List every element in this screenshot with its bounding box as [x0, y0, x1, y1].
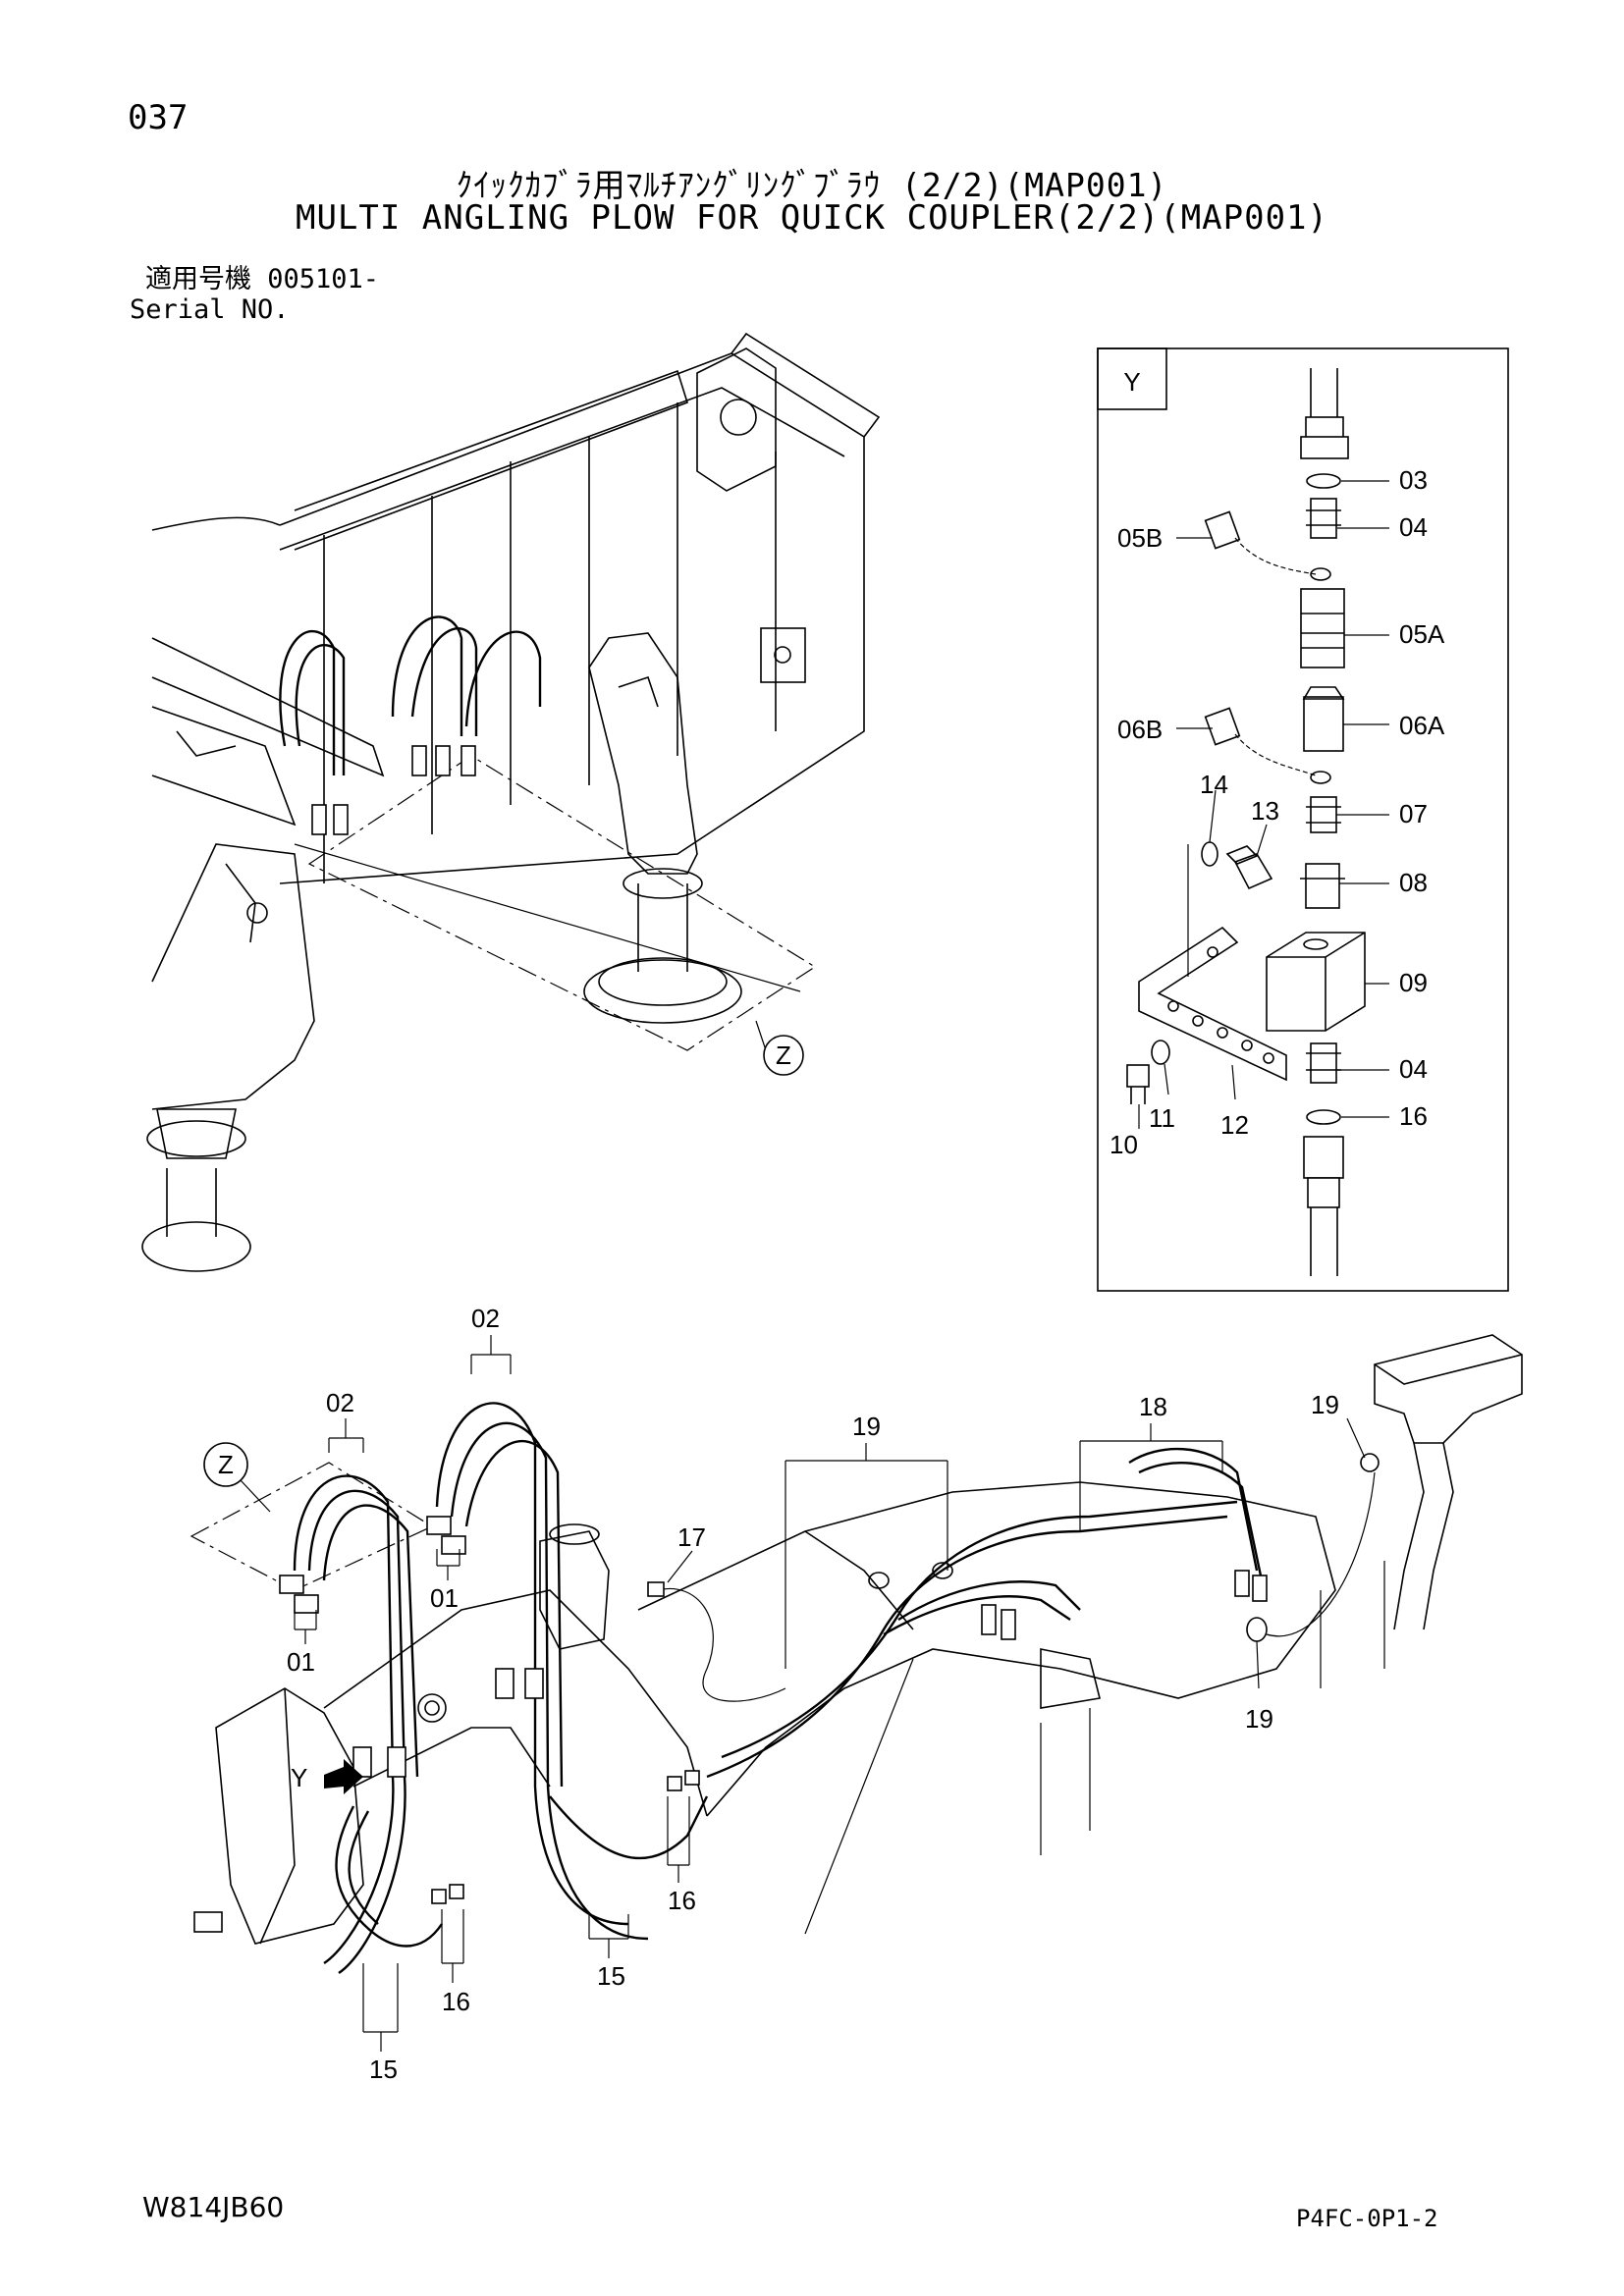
view-z-label-top: Z [776, 1041, 791, 1070]
page-number: 037 [128, 98, 189, 137]
callout-06a: 06A [1399, 711, 1445, 740]
view-z-label-bottom: Z [218, 1450, 234, 1479]
detail-y-view-label: Y [1123, 367, 1140, 397]
callout-10: 10 [1110, 1130, 1138, 1159]
bottom-view-hoses [279, 1402, 1380, 1974]
callout-19-right-top: 19 [1311, 1390, 1339, 1419]
callout-17: 17 [677, 1522, 706, 1552]
callout-15-center: 15 [597, 1961, 625, 1991]
callout-01-center: 01 [430, 1583, 459, 1613]
callout-02-left: 02 [326, 1388, 354, 1417]
callout-16-center: 16 [668, 1886, 696, 1915]
callout-15-lower: 15 [369, 2055, 398, 2084]
callout-14: 14 [1200, 770, 1228, 799]
callout-05b: 05B [1117, 523, 1163, 553]
callout-12: 12 [1220, 1110, 1249, 1140]
callout-01-left: 01 [287, 1647, 315, 1677]
callout-11: 11 [1149, 1103, 1175, 1133]
callout-19-right-bottom: 19 [1245, 1704, 1273, 1734]
callout-16-lower: 16 [442, 1987, 470, 2016]
callout-05a: 05A [1399, 619, 1445, 649]
title-english: MULTI ANGLING PLOW FOR QUICK COUPLER(2/2… [295, 198, 1329, 238]
callout-07: 07 [1399, 799, 1428, 828]
serial-label-japanese: 適用号機 005101- [145, 264, 380, 294]
callout-18: 18 [1139, 1392, 1167, 1421]
detail-y-parts-drawing [1126, 368, 1366, 1276]
callout-06b: 06B [1117, 715, 1163, 744]
detail-y-frame [1097, 347, 1509, 1292]
callout-02-top: 02 [471, 1304, 500, 1333]
callout-03: 03 [1399, 465, 1428, 495]
footer-page-code: P4FC-0P1-2 [1296, 2205, 1438, 2232]
callout-04: 04 [1399, 512, 1428, 542]
callout-19-left: 19 [852, 1412, 881, 1441]
callout-16: 16 [1399, 1101, 1428, 1131]
callout-09: 09 [1399, 968, 1428, 997]
bottom-view-leaders [240, 1335, 1366, 2052]
callout-04-lower: 04 [1399, 1054, 1428, 1084]
title-japanese: ｸｲｯｸｶﾌﾞﾗ用ﾏﾙﾁｱﾝｸﾞﾘﾝｸﾞﾌﾞﾗｳ (2/2)(MAP001) [456, 166, 1168, 204]
bottom-view-callouts: Z Y 02 02 01 01 17 19 18 19 19 16 16 15 … [203, 1304, 1339, 2084]
detail-y-leaders [1138, 480, 1389, 1129]
callout-13: 13 [1251, 796, 1279, 826]
top-view-plow-drawing [141, 332, 881, 1272]
detail-y-callouts: 03 04 05B 05A 06B 06A 14 13 07 08 09 04 … [1110, 465, 1445, 1159]
view-y-arrow-label: Y [291, 1763, 307, 1792]
callout-08: 08 [1399, 868, 1428, 897]
bottom-view-frame-drawing [189, 1334, 1523, 1945]
footer-drawing-code: W814JB60 [142, 2191, 285, 2223]
serial-label-english: Serial NO. [130, 294, 290, 325]
